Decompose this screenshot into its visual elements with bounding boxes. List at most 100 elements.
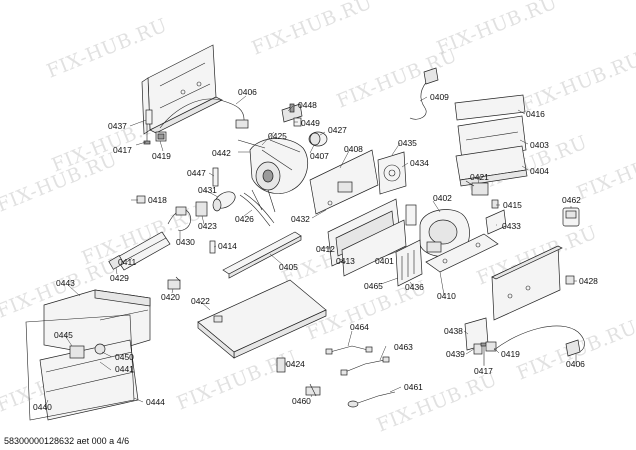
label-0463: 0463 [394,342,413,352]
label-0424: 0424 [286,359,305,369]
part-wire-0464 [325,345,373,355]
label-0433: 0433 [502,221,521,231]
label-0404: 0404 [530,166,549,176]
label-0402: 0402 [433,193,452,203]
part-sensor-0401 [405,204,417,226]
part-circuit-board-0408 [309,149,379,215]
watermark: FIX-HUB.RU [334,44,461,112]
part-wire-0461 [347,391,396,408]
part-connector-0424 [276,357,286,373]
part-cable-0406-top [159,98,249,129]
part-connector-0447 [212,167,219,187]
label-0437: 0437 [108,121,127,131]
label-0418: 0418 [148,195,167,205]
label-0441: 0441 [115,364,134,374]
label-0449: 0449 [301,118,320,128]
label-0438: 0438 [444,326,463,336]
label-0414: 0414 [218,241,237,251]
label-0406: 0406 [238,87,257,97]
leader-lines [44,95,577,408]
part-bracket-right [491,245,563,321]
label-0443: 0443 [56,278,75,288]
part-number-labels: 0437 0417 0419 0406 0448 0449 0425 0427 … [33,87,598,412]
part-holder-0448 [281,103,303,123]
label-0412: 0412 [316,244,335,254]
label-0460: 0460 [292,396,311,406]
label-0432: 0432 [291,214,310,224]
part-connector-0420 [167,276,181,290]
part-holder-0423 [195,201,208,217]
label-0417: 0417 [113,145,132,155]
label-0440: 0440 [33,402,52,412]
part-panel-0416 [454,94,526,121]
label-0430: 0430 [176,237,195,247]
label-0464: 0464 [350,322,369,332]
label-0411: 0411 [118,257,137,267]
part-bracket-0433 [485,209,507,235]
part-clip-0415 [491,199,499,209]
label-0434: 0434 [410,158,429,168]
label-0462: 0462 [562,195,581,205]
label-0428: 0428 [579,276,598,286]
label-0405: 0405 [279,262,298,272]
part-fan-motor-0425 [237,138,309,213]
label-0407: 0407 [310,151,329,161]
label-0436: 0436 [405,282,424,292]
label-0413: 0413 [336,256,355,266]
label-0435: 0435 [398,138,417,148]
label-0427: 0427 [328,125,347,135]
part-clip-0419-top [155,131,167,142]
label-0444: 0444 [146,397,165,407]
label-0403: 0403 [530,140,549,150]
label-0419-bottom: 0419 [501,349,520,359]
part-clip-0428 [565,275,575,285]
label-0465: 0465 [364,281,383,291]
label-0448: 0448 [298,100,317,110]
label-0423: 0423 [198,221,217,231]
part-strip-0414 [209,240,216,254]
watermark: FIX-HUB.RU [519,48,636,116]
part-wire-0463 [340,356,390,376]
label-0408: 0408 [344,144,363,154]
part-roller-0427 [308,131,328,147]
label-0461: 0461 [404,382,423,392]
part-bracket-upper-left [141,44,223,135]
label-0445: 0445 [54,330,73,340]
part-tray-0422 [197,279,327,359]
label-0439: 0439 [446,349,465,359]
label-0450: 0450 [115,352,134,362]
part-plate-0413 [341,219,407,277]
label-0426: 0426 [235,214,254,224]
label-0410: 0410 [437,291,456,301]
label-0421: 0421 [470,172,489,182]
part-cover-0444 [39,339,139,421]
part-bracket-0426 [239,192,275,227]
label-0415: 0415 [503,200,522,210]
label-0429: 0429 [110,273,129,283]
label-0425: 0425 [268,131,287,141]
part-switch-0462 [562,207,580,227]
part-cable-0430 [167,206,191,231]
part-knob-0450 [94,343,106,355]
part-plug-0429 [108,255,125,270]
part-clip-0418 [136,195,146,204]
label-0417-bottom: 0417 [474,366,493,376]
watermark: FIX-HUB.RU [374,368,501,436]
part-channel-0405 [222,231,302,279]
label-0409: 0409 [430,92,449,102]
part-clip-0419-bottom [485,341,497,352]
part-fan-cover-0434 [377,151,407,195]
part-heater-0411 [115,231,171,271]
label-0401: 0401 [375,256,394,266]
part-relay-0421 [465,180,489,196]
part-cable-0406-bottom [493,325,585,357]
part-compressor-0402 [419,209,470,258]
label-0422: 0422 [191,296,210,306]
label-0416: 0416 [526,109,545,119]
part-base-plate-0410 [425,233,499,273]
part-grille-0465 [395,239,423,287]
label-0406-bottom: 0406 [566,359,585,369]
watermark: FIX-HUB.RU [44,14,171,82]
part-cable-0409 [409,67,439,120]
part-capacitor-0431 [212,191,236,212]
